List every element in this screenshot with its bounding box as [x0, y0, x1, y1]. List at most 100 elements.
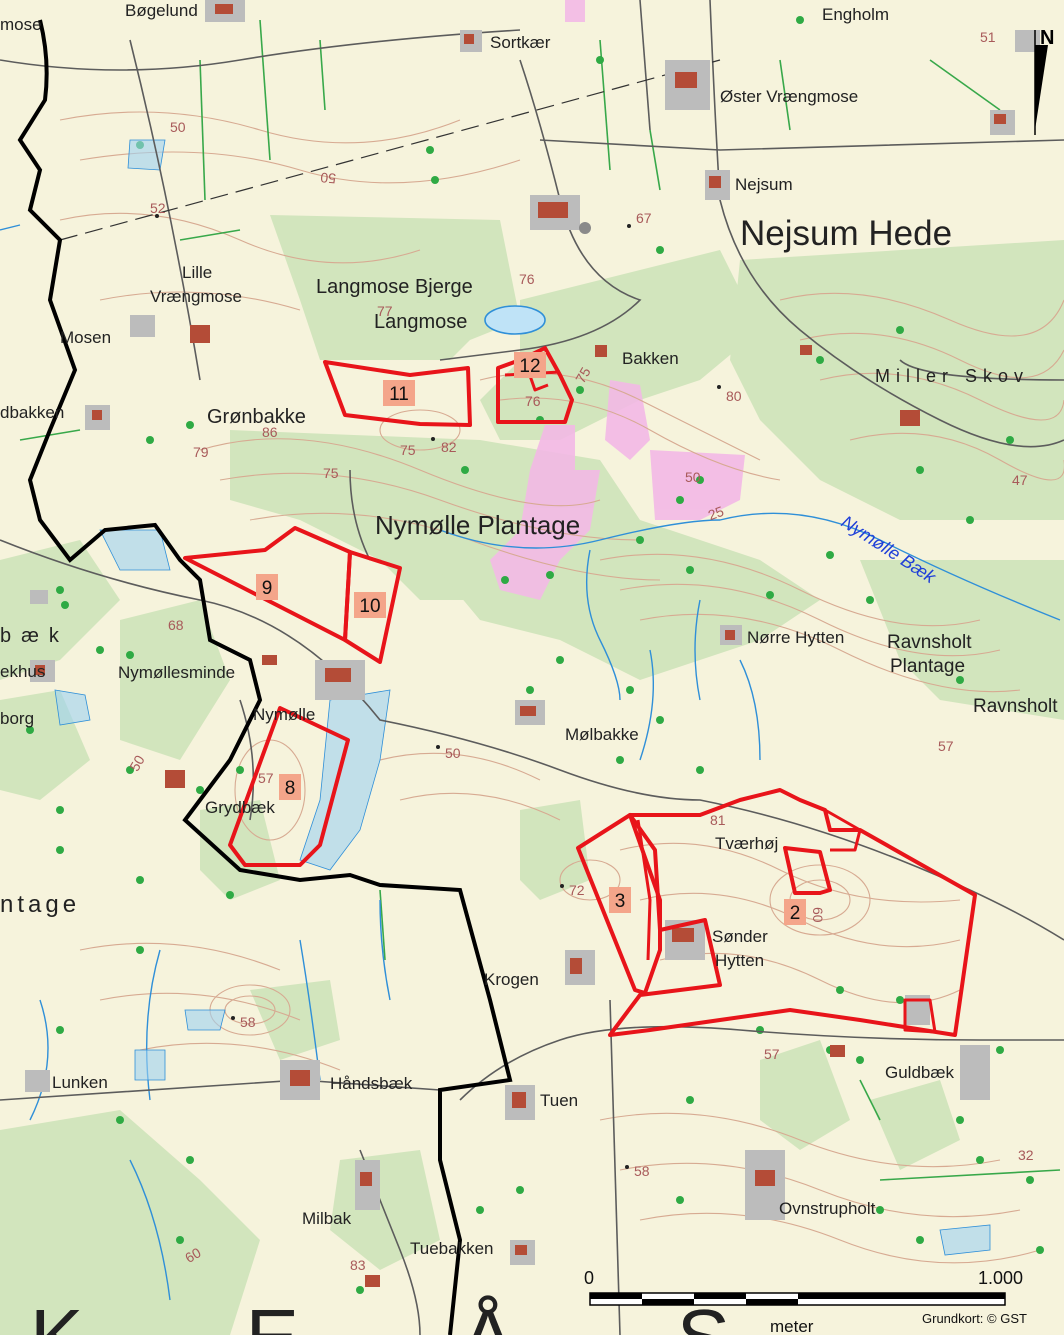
place-guldbaek: Guldbæk — [885, 1063, 954, 1082]
langmose-lake — [484, 305, 546, 335]
place-taerhoj: Tværhøj — [715, 834, 778, 853]
place-ovnstrupholt: Ovnstrupholt — [779, 1199, 876, 1218]
place-ravnsholt: Ravnsholt — [973, 696, 1058, 717]
place-lille: Lille — [182, 263, 212, 282]
height-77: 77 — [377, 303, 393, 319]
place-grydbaek: Grydbæk — [205, 798, 275, 817]
place-dbakken: dbakken — [0, 403, 64, 422]
parcel-main-outline[interactable] — [608, 788, 977, 1037]
municipal-border — [17, 19, 513, 1335]
parcel-top-right-inner — [824, 808, 862, 852]
parcel-label-3: 3 — [609, 887, 631, 913]
height-50b: 50 — [320, 170, 337, 187]
parcel-2-outline[interactable] — [783, 846, 832, 895]
parcel-number-2: 2 — [790, 903, 801, 924]
parcel-label-12: 12 — [514, 352, 546, 378]
height-60b: 60 — [182, 1244, 204, 1266]
wetlands — [54, 139, 991, 1256]
parcel-number-9: 9 — [262, 578, 273, 599]
parcel-9-outline[interactable] — [183, 526, 352, 642]
place-vraengmose: Vrængmose — [150, 287, 242, 306]
height-50d: 50 — [445, 745, 461, 761]
height-83: 83 — [350, 1257, 366, 1273]
height-58a: 58 — [240, 1014, 256, 1030]
place-nejsum: Nejsum — [735, 175, 793, 194]
height-52: 52 — [150, 200, 166, 216]
height-57b: 57 — [764, 1046, 780, 1062]
spot-heights: 51 50 50 52 67 76 77 86 79 75 75 82 76 8… — [126, 29, 1034, 1273]
place-mosen: Mosen — [60, 328, 111, 347]
place-gronbakke: Grønbakke — [207, 406, 306, 428]
place-baek-left: bæk — [0, 625, 69, 647]
place-norre-hytten: Nørre Hytten — [747, 628, 844, 647]
height-50e: 50 — [126, 752, 148, 774]
height-50c: 50 — [685, 469, 701, 485]
height-50a: 50 — [170, 119, 186, 135]
height-81: 81 — [710, 812, 726, 828]
height-67: 67 — [636, 210, 652, 226]
place-handsbaek: Håndsbæk — [330, 1074, 413, 1093]
height-82: 82 — [441, 439, 457, 455]
height-75c: 75 — [572, 364, 594, 386]
place-nymolle-plantage: Nymølle Plantage — [375, 510, 580, 540]
place-molbakke: Mølbakke — [565, 725, 639, 744]
parcel-building-inner — [903, 998, 937, 1034]
height-86: 86 — [262, 424, 278, 440]
place-langmose: Langmose — [374, 311, 467, 333]
scale-bar: 0 1.000 meter — [584, 1268, 1023, 1335]
place-tuen: Tuen — [540, 1091, 578, 1110]
parcel-label-8: 8 — [279, 774, 301, 800]
north-arrow: N — [1034, 27, 1054, 135]
place-miller-skov: Miller Skov — [875, 366, 1029, 386]
place-bogelund: Bøgelund — [125, 1, 198, 20]
place-nymolle: Nymølle — [253, 705, 315, 724]
place-hytten: Hytten — [715, 951, 764, 970]
parcel-number-11: 11 — [389, 384, 409, 405]
place-milbak: Milbak — [302, 1209, 352, 1228]
parcel-number-8: 8 — [285, 778, 296, 799]
height-25: 25 — [706, 503, 726, 523]
place-oster-vraengmose: Øster Vrængmose — [720, 87, 858, 106]
place-names: Bøgelund mose Sortkær Engholm Øster Vræn… — [0, 1, 1058, 1258]
parcel-8-outline[interactable] — [228, 706, 350, 867]
scale-end: 1.000 — [978, 1268, 1023, 1288]
tree-dots — [26, 16, 1044, 1294]
parcel-11-outline[interactable] — [323, 360, 472, 427]
buildings — [25, 0, 1040, 1287]
place-engholm: Engholm — [822, 5, 889, 24]
height-58b: 58 — [634, 1163, 650, 1179]
place-borg: borg — [0, 709, 34, 728]
place-langmose-bjerge: Langmose Bjerge — [316, 276, 473, 298]
place-ntage: ntage — [0, 891, 80, 918]
height-51: 51 — [980, 29, 996, 45]
place-mose-top: mose — [0, 15, 42, 34]
parcel-labels: 11 12 9 10 8 3 2 — [256, 352, 806, 925]
spot-height-dots — [155, 214, 721, 1169]
parcel-label-9: 9 — [256, 574, 278, 600]
height-57a: 57 — [258, 770, 274, 786]
place-krogen: Krogen — [484, 970, 539, 989]
height-75b: 75 — [400, 442, 416, 458]
height-47: 47 — [1012, 472, 1028, 488]
height-68: 68 — [168, 617, 184, 633]
parcel-10-outline[interactable] — [343, 550, 402, 664]
parcel-3-divider — [636, 819, 652, 961]
place-ravnsholt-plantage-1: Ravnsholt — [887, 632, 972, 653]
height-75a: 75 — [323, 465, 339, 481]
height-72: 72 — [569, 882, 585, 898]
height-76: 76 — [519, 271, 535, 287]
scale-unit: meter — [770, 1317, 814, 1335]
height-57c: 57 — [938, 738, 954, 754]
parcel-number-3: 3 — [615, 891, 626, 912]
parcel-label-11: 11 — [383, 380, 415, 406]
copyright-text: Grundkort: © GST — [922, 1311, 1027, 1326]
north-label: N — [1040, 27, 1054, 49]
height-60: 60 — [810, 907, 826, 923]
place-bakken: Bakken — [622, 349, 679, 368]
place-sortkaer: Sortkær — [490, 33, 551, 52]
parcel-label-2: 2 — [784, 899, 806, 925]
scale-start: 0 — [584, 1268, 594, 1288]
height-79: 79 — [193, 444, 209, 460]
